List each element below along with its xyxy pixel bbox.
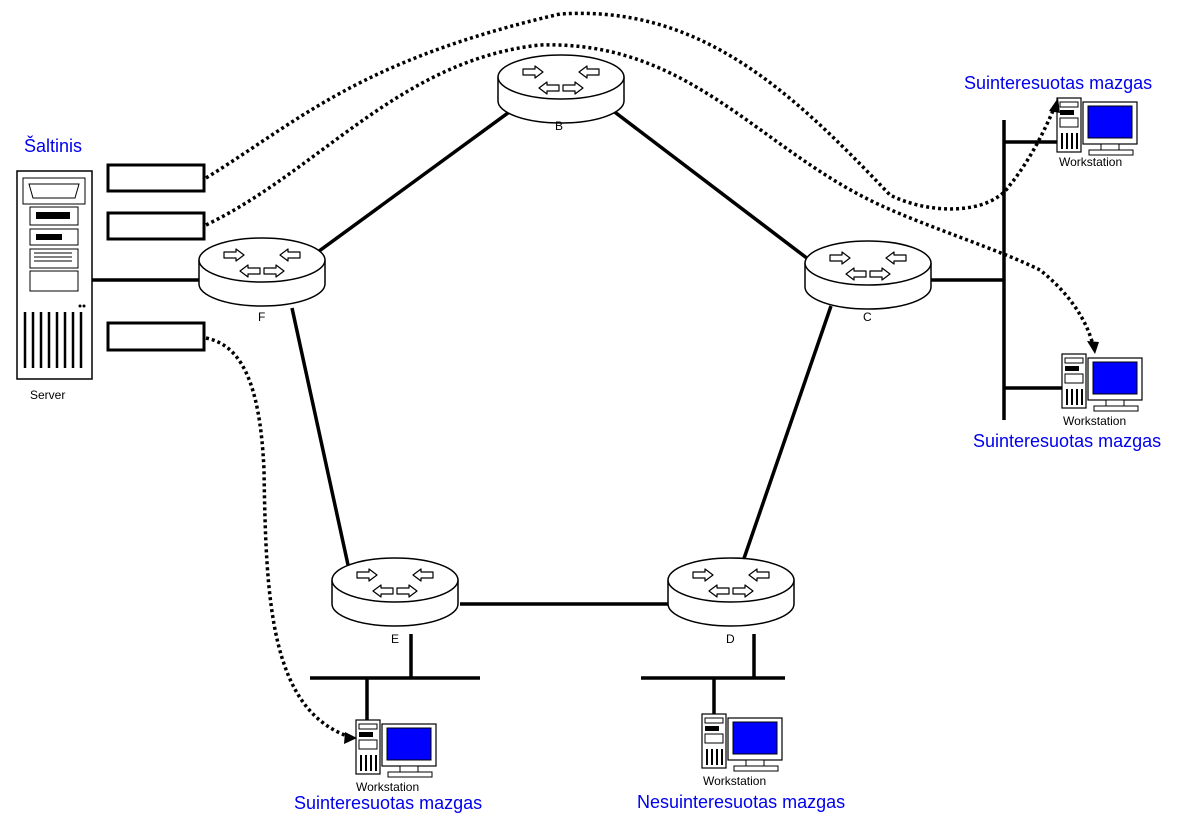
router-c	[804, 240, 932, 310]
workstation-icon	[701, 713, 783, 772]
router-icon	[198, 237, 326, 307]
packets	[106, 163, 206, 352]
host-bottom-d	[701, 713, 783, 772]
network-links	[92, 108, 1062, 722]
host-right	[1061, 353, 1143, 412]
host-top-right-label: Workstation	[1059, 155, 1123, 169]
router-d-label: D	[726, 632, 735, 646]
flow-to-host-bottom-e	[205, 336, 351, 739]
workstation-icon	[355, 719, 437, 778]
source-title: Šaltinis	[24, 136, 83, 156]
arrowhead-icon	[1049, 98, 1060, 113]
router-icon	[497, 54, 625, 124]
router-d	[667, 557, 795, 627]
router-e	[331, 557, 459, 627]
link-c-d	[738, 305, 833, 571]
server-label: Server	[30, 388, 66, 402]
router-icon	[804, 240, 932, 310]
packet-3	[106, 321, 206, 352]
host-top-right	[1056, 97, 1138, 156]
router-b	[497, 54, 625, 124]
host-bottom-e	[355, 719, 437, 778]
host-bottom-e-caption: Suinteresuotas mazgas	[294, 793, 483, 813]
flow-to-host-top-right	[205, 11, 1057, 211]
host-right-caption: Suinteresuotas mazgas	[973, 431, 1162, 451]
workstation-icon	[1061, 353, 1143, 412]
router-f	[198, 237, 326, 307]
host-bottom-d-caption: Nesuinteresuotas mazgas	[637, 792, 846, 812]
host-top-right-caption: Suinteresuotas mazgas	[964, 73, 1153, 93]
link-f-b	[313, 108, 514, 256]
router-e-label: E	[391, 632, 400, 646]
router-icon	[331, 557, 459, 627]
multicast-flows	[205, 11, 1095, 739]
link-f-e	[290, 307, 352, 575]
arrowhead-icon	[1087, 341, 1099, 354]
arrowhead-icon	[344, 732, 357, 744]
packet-1	[106, 163, 206, 193]
link-b-c	[610, 108, 814, 264]
server-icon	[16, 170, 93, 380]
packet-2	[106, 211, 206, 241]
host-right-label: Workstation	[1063, 414, 1127, 428]
router-icon	[667, 557, 795, 627]
router-f-label: F	[258, 310, 266, 324]
router-c-label: C	[863, 310, 872, 324]
workstation-icon	[1056, 97, 1138, 156]
flow-to-host-right	[205, 43, 1095, 346]
router-b-label: B	[555, 119, 564, 133]
flow-arrowheads	[344, 98, 1099, 744]
host-bottom-e-label: Workstation	[356, 780, 420, 794]
host-bottom-d-label: Workstation	[703, 774, 767, 788]
